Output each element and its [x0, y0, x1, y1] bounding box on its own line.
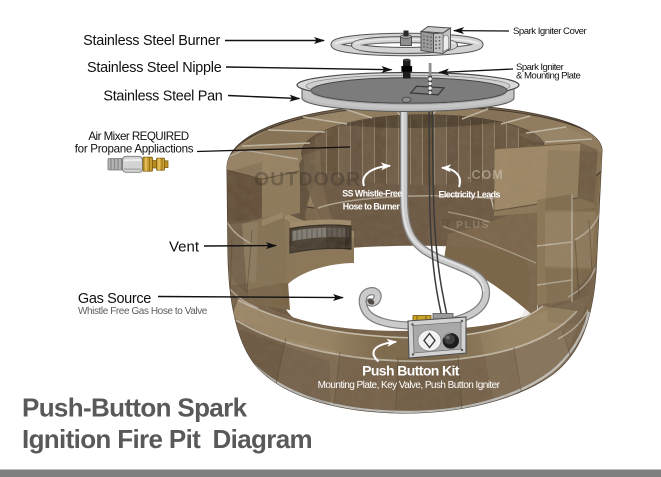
svg-text:Stainless Steel Nipple: Stainless Steel Nipple: [87, 60, 222, 76]
svg-text:SS Whistle-Free: SS Whistle-Free: [342, 189, 402, 199]
svg-text:Stainless Steel Burner: Stainless Steel Burner: [83, 33, 220, 49]
svg-text:& Mounting Plate: & Mounting Plate: [516, 71, 580, 82]
svg-text:Mounting Plate, Key Valve, Pus: Mounting Plate, Key Valve, Push Button I…: [318, 380, 501, 391]
svg-text:Gas Source: Gas Source: [78, 291, 151, 307]
svg-text:Electricity Leads: Electricity Leads: [439, 190, 501, 200]
svg-text:Whistle Free Gas Hose to Valve: Whistle Free Gas Hose to Valve: [78, 306, 208, 317]
svg-text:Spark Igniter: Spark Igniter: [516, 62, 565, 73]
svg-text:Push Button Kit: Push Button Kit: [362, 363, 460, 379]
svg-text:Air Mixer REQUIRED: Air Mixer REQUIRED: [88, 130, 188, 143]
svg-text:Ignition Fire Pit Diagram: Ignition Fire Pit Diagram: [22, 424, 312, 454]
svg-text:Hose to Burner: Hose to Burner: [343, 202, 401, 212]
svg-text:.COM: .COM: [467, 168, 504, 182]
svg-text:OUTDOOR: OUTDOOR: [254, 169, 361, 191]
svg-text:R: R: [441, 216, 452, 231]
svg-text:Push-Button Spark: Push-Button Spark: [22, 393, 248, 423]
svg-text:Stainless Steel Pan: Stainless Steel Pan: [103, 89, 222, 105]
svg-text:PLUS: PLUS: [456, 219, 490, 231]
svg-text:for Propane Appliactions: for Propane Appliactions: [75, 142, 194, 155]
svg-text:Vent: Vent: [169, 239, 200, 256]
svg-text:Spark Igniter Cover: Spark Igniter Cover: [513, 26, 587, 37]
